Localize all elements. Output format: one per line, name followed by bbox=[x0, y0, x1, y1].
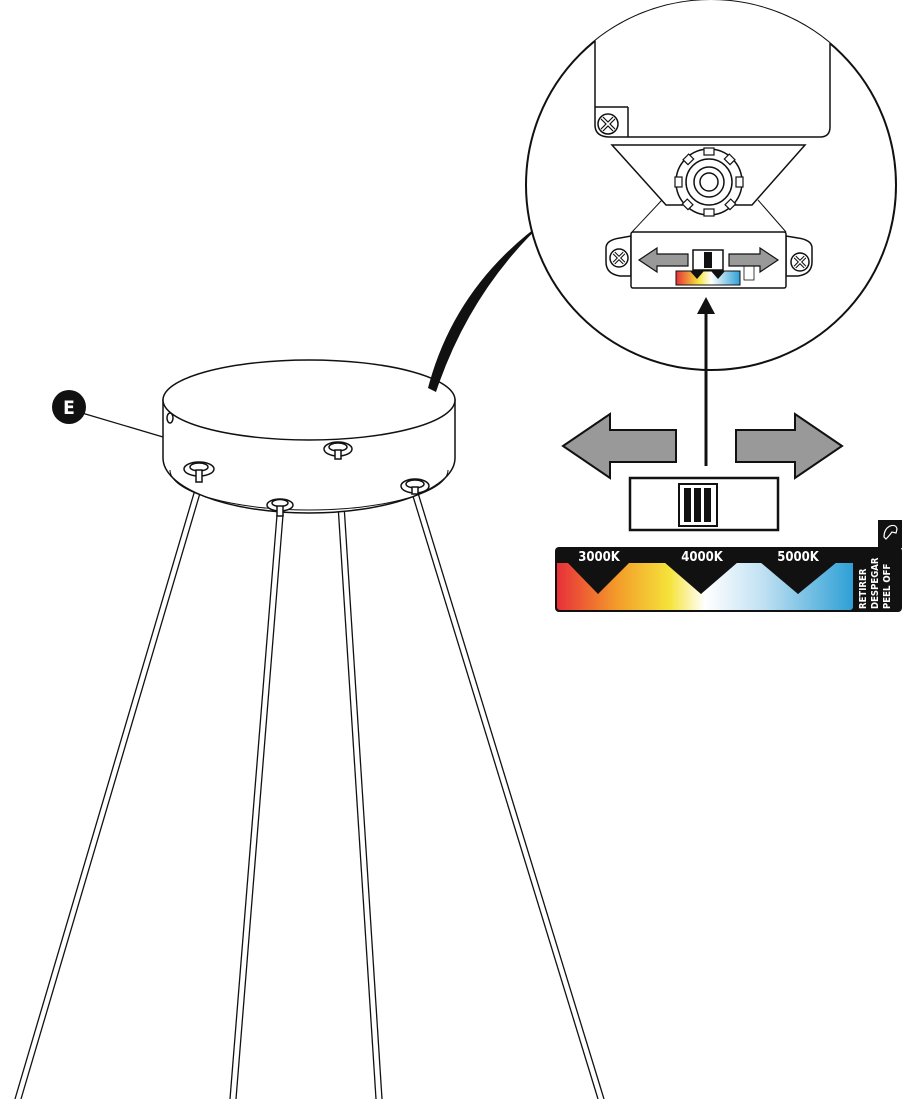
cable-3 bbox=[334, 457, 383, 1099]
cct-slider-switch bbox=[628, 476, 780, 532]
callout-badge bbox=[52, 390, 86, 424]
preset-5000k: 5000K bbox=[777, 550, 820, 565]
arrow-left-icon bbox=[561, 412, 677, 480]
suspension-cables bbox=[14, 457, 605, 1099]
cable-gripper bbox=[400, 478, 430, 495]
callout-leader bbox=[81, 412, 164, 438]
cable-4 bbox=[411, 492, 605, 1099]
arrow-up-icon bbox=[697, 297, 715, 466]
magnified-detail bbox=[525, 0, 897, 371]
arrow-left-icon bbox=[637, 246, 689, 274]
preset-4000k: 4000K bbox=[681, 550, 724, 565]
screw-icon bbox=[597, 113, 619, 135]
switch-plate bbox=[605, 231, 813, 289]
cable-gripper bbox=[323, 441, 353, 460]
cable-2 bbox=[229, 514, 284, 1099]
hand-icon bbox=[883, 524, 898, 540]
cable-gripper bbox=[183, 461, 215, 483]
preset-3000k: 3000K bbox=[578, 550, 621, 565]
peel-off-en: PEEL OFF bbox=[882, 564, 893, 609]
rotary-knob bbox=[674, 147, 744, 217]
peel-off-fr: RETIRER bbox=[858, 568, 869, 609]
canopy bbox=[162, 359, 456, 517]
arrow-right-icon bbox=[728, 246, 780, 274]
color-temperature-label: 3000K 4000K 5000K RETIRER DESPEGAR PEEL … bbox=[555, 520, 902, 612]
arrow-right-icon bbox=[735, 412, 844, 480]
magnifier-connector bbox=[428, 220, 546, 392]
peel-off-es: DESPEGAR bbox=[870, 557, 881, 609]
screw-icon bbox=[790, 252, 810, 272]
callout-letter: E bbox=[63, 397, 75, 419]
cable-gripper bbox=[266, 498, 294, 517]
screw-icon bbox=[609, 248, 629, 268]
cable-1 bbox=[14, 482, 204, 1099]
